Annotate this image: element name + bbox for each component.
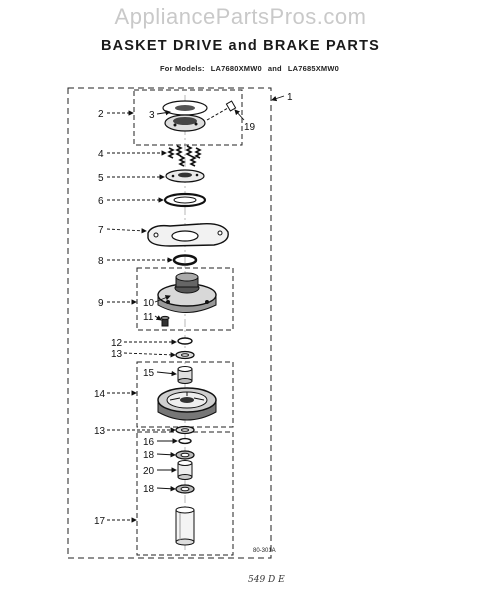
part-16-ring — [178, 437, 192, 445]
callout-14: 14 — [94, 389, 106, 400]
part-9-housing — [157, 272, 217, 313]
part-20-sleeve — [177, 460, 193, 480]
part-5-retainer — [165, 169, 205, 183]
part-14-pulley — [157, 387, 217, 421]
models-prefix: For Models: — [160, 64, 205, 73]
part-18a-bearing — [175, 450, 195, 460]
handwritten-note: 549 D E — [248, 575, 285, 585]
part-15-hub — [177, 366, 193, 384]
callout-7: 7 — [98, 225, 104, 236]
callout-9: 9 — [98, 298, 104, 309]
part-12-washer — [177, 337, 193, 345]
callout-1: 1 — [287, 92, 293, 103]
site-watermark: AppliancePartsPros.com — [114, 4, 367, 29]
model-a: LA7680XMW0 — [210, 64, 262, 73]
part-13a-washer — [175, 350, 195, 360]
part-19-pin — [206, 100, 237, 121]
callout-11: 11 — [143, 312, 154, 323]
callout-2: 2 — [98, 109, 104, 120]
diagram-title: BASKET DRIVE and BRAKE PARTS — [100, 38, 381, 54]
callout-15: 15 — [143, 368, 155, 379]
callout-10: 10 — [143, 298, 155, 309]
callout-12: 12 — [111, 338, 123, 349]
outer-border — [67, 87, 272, 559]
callout-8: 8 — [98, 256, 104, 267]
group-box-2 — [133, 89, 243, 146]
part-3-disc — [162, 100, 208, 132]
callout-4: 4 — [98, 149, 104, 160]
part-11-fitting — [160, 315, 170, 327]
part-6-washer — [163, 192, 207, 208]
part-8-ring — [172, 254, 198, 266]
model-b: LA7685XMW0 — [287, 64, 340, 73]
models-joiner: and — [267, 64, 282, 73]
callout-3: 3 — [149, 110, 155, 121]
leader-lines — [106, 95, 285, 523]
models-subtitle: For Models: LA7680XMW0 and LA7685XMW0 — [160, 64, 345, 73]
part-18b-bearing — [175, 484, 195, 494]
drawing-code: 80-301A — [253, 548, 276, 554]
callout-20: 20 — [143, 466, 155, 477]
callout-16: 16 — [143, 437, 155, 448]
part-17-tube — [175, 506, 195, 546]
part-4-springs — [167, 145, 202, 167]
callout-6: 6 — [98, 196, 104, 207]
callout-18a: 18 — [143, 450, 155, 461]
callout-13b: 13 — [94, 426, 106, 437]
callout-13a: 13 — [111, 349, 123, 360]
callout-17: 17 — [94, 516, 106, 527]
part-13b-washer — [175, 425, 195, 435]
part-7-plate — [147, 222, 229, 247]
callout-5: 5 — [98, 173, 104, 184]
callout-19: 19 — [244, 122, 256, 133]
callout-18b: 18 — [143, 484, 155, 495]
